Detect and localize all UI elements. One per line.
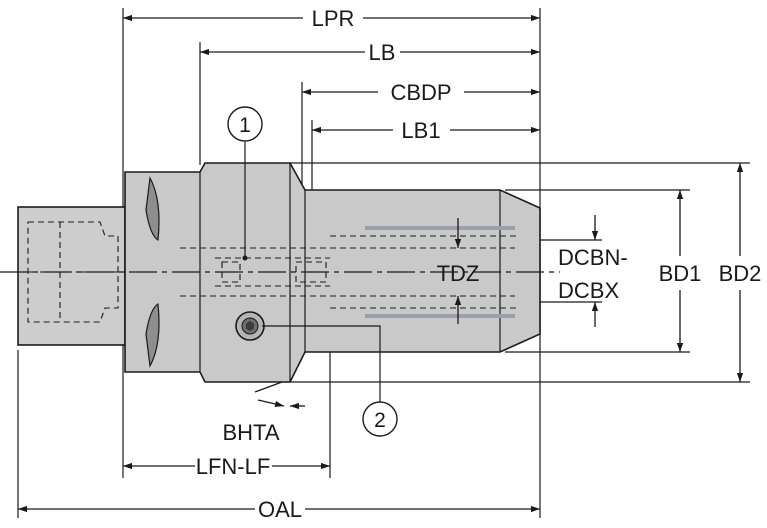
dimension-lines — [18, 14, 744, 513]
bd2-label: BD2 — [719, 261, 762, 286]
callout-2-circle — [362, 401, 398, 437]
holder-body — [124, 162, 541, 383]
callout-1-circle — [227, 106, 263, 142]
body-step-edges — [199, 163, 501, 382]
oal-label: OAL — [258, 497, 302, 522]
drive-slots — [145, 176, 160, 368]
bd1-label: BD1 — [659, 261, 702, 286]
dcbn-label: DCBN- — [558, 245, 628, 270]
callout-1-label: 1 — [239, 114, 251, 137]
bore-stripes — [365, 226, 515, 318]
bhta-label: BHTA — [222, 420, 279, 445]
cbdp-label: CBDP — [390, 80, 451, 105]
dcbx-label: DCBX — [558, 278, 619, 303]
tdz-label: TDZ — [437, 261, 480, 286]
set-screw — [235, 311, 265, 341]
lb-label: LB — [369, 40, 396, 65]
callout-leaders — [244, 142, 381, 402]
callout-1-dot — [242, 255, 248, 261]
holder-shank — [17, 206, 126, 346]
callout-2-label: 2 — [374, 409, 386, 432]
lb1-label: LB1 — [401, 118, 440, 143]
hidden-bore-lines — [27, 221, 520, 323]
lpr-label: LPR — [312, 6, 355, 31]
lfn-lf-label: LFN-LF — [196, 454, 271, 479]
